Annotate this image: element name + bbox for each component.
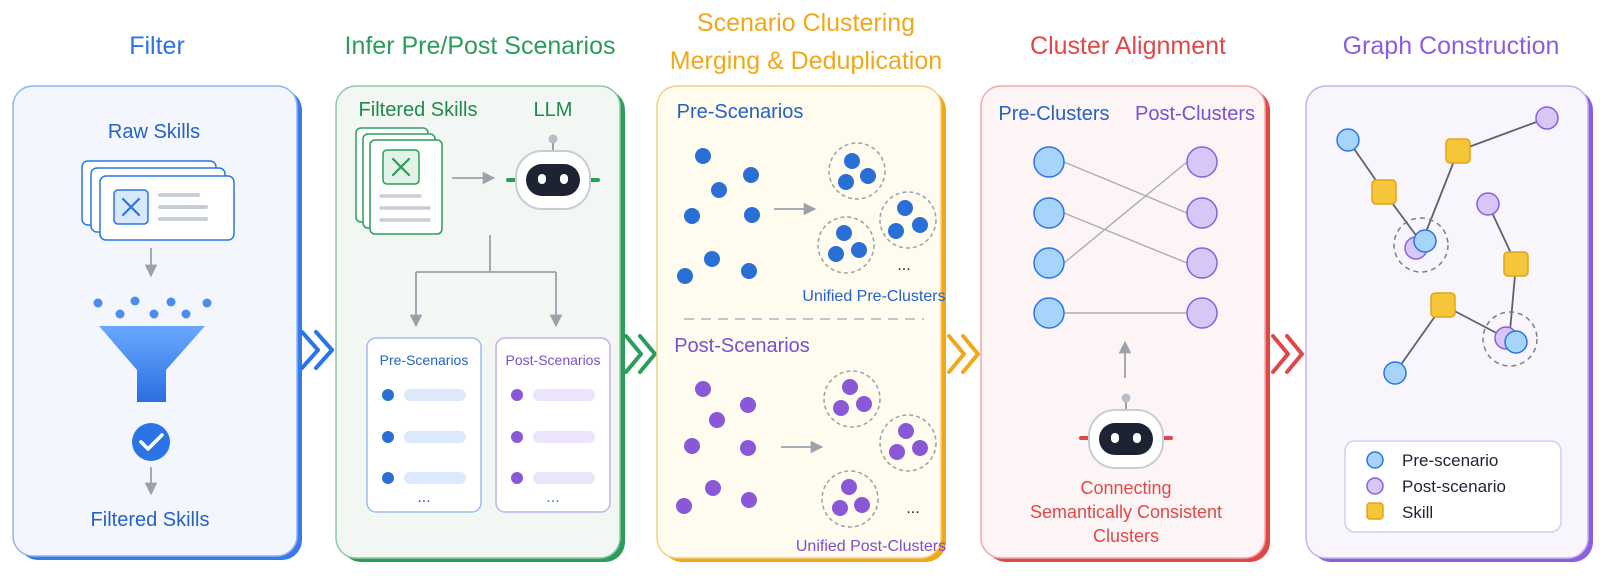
robot-icon [506, 134, 600, 210]
post-scenarios-box: Post-Scenarios ... [495, 337, 611, 513]
check-icon [132, 423, 170, 461]
pre-cluster-nodes [1033, 146, 1065, 329]
infer-title: Infer Pre/Post Scenarios [345, 32, 616, 60]
post-cluster-nodes [1186, 146, 1218, 329]
graph-post-nodes [1476, 106, 1559, 216]
legend-skill-marker [1366, 502, 1384, 520]
clustering-title-line2: Merging & Deduplication [670, 47, 942, 75]
legend-skill-label: Skill [1402, 503, 1433, 522]
unified-post-clusters-label: Unified Post-Clusters [796, 538, 946, 555]
filtered-skills-doc-icon [355, 127, 443, 235]
clustering-title-line1: Scenario Clustering [697, 9, 915, 37]
post-clusters-header: Post-Clusters [1135, 103, 1255, 125]
alignment-panel: Cluster Alignment Pre-Clusters Post-Clus… [980, 32, 1270, 562]
pre-box-ellipsis: ... [417, 489, 430, 506]
filter-panel-box [12, 85, 298, 557]
pre-cluster-groups: ... [817, 142, 937, 274]
clustering-panel-box [656, 85, 942, 559]
pre-cluster-ellipsis: ... [897, 257, 910, 274]
clustering-post-label: Post-Scenarios [674, 335, 810, 357]
chevron-right-icon [1271, 334, 1304, 374]
graph-title: Graph Construction [1343, 32, 1560, 60]
alignment-caption-line3: Clusters [1093, 526, 1159, 546]
pre-scenarios-box: Pre-Scenarios ... [366, 337, 482, 513]
graph-merged-nodes [1393, 217, 1538, 367]
chevron-right-icon [624, 334, 657, 374]
filtered-skills-label: Filtered Skills [91, 509, 210, 531]
post-cluster-ellipsis: ... [906, 500, 919, 517]
legend-pre-label: Pre-scenario [1402, 451, 1498, 470]
post-scenarios-box-title: Post-Scenarios [506, 352, 601, 368]
clustering-panel: Scenario Clustering Merging & Deduplicat… [656, 9, 946, 562]
graph-panel: Graph Construction [1305, 32, 1593, 562]
unified-pre-clusters-label: Unified Pre-Clusters [802, 288, 945, 305]
infer-split-connector [409, 235, 563, 328]
chevron-right-icon [947, 334, 980, 374]
pre-scenarios-box-title: Pre-Scenarios [380, 352, 469, 368]
infer-filtered-skills-label: Filtered Skills [359, 99, 478, 121]
alignment-links [1063, 161, 1188, 314]
alignment-title: Cluster Alignment [1030, 32, 1226, 60]
clustering-pre-label: Pre-Scenarios [677, 101, 804, 123]
post-scenario-points [676, 381, 757, 514]
legend-post-label: Post-scenario [1402, 477, 1506, 496]
robot-icon [1079, 393, 1173, 469]
pre-clusters-header: Pre-Clusters [998, 103, 1109, 125]
graph-legend: Pre-scenario Post-scenario Skill [1344, 440, 1562, 533]
funnel-icon [93, 296, 212, 402]
legend-pre-marker [1366, 451, 1384, 469]
infer-panel: Infer Pre/Post Scenarios Filtered Skills… [335, 32, 625, 562]
post-box-ellipsis: ... [546, 489, 559, 506]
alignment-caption-line1: Connecting [1080, 478, 1171, 498]
raw-skills-label: Raw Skills [108, 121, 200, 143]
pre-scenario-points [677, 148, 760, 284]
graph-skill-nodes [1371, 138, 1529, 318]
alignment-caption-line2: Semantically Consistent [1030, 502, 1222, 522]
chevron-right-icon [300, 330, 334, 370]
llm-label: LLM [534, 99, 573, 121]
graph-pre-nodes [1336, 128, 1407, 385]
legend-post-marker [1366, 477, 1384, 495]
post-cluster-groups: ... [821, 370, 937, 528]
filter-title: Filter [129, 32, 185, 60]
filter-panel: Filter Raw Skills [12, 32, 302, 560]
raw-skills-doc-icon [81, 160, 235, 241]
